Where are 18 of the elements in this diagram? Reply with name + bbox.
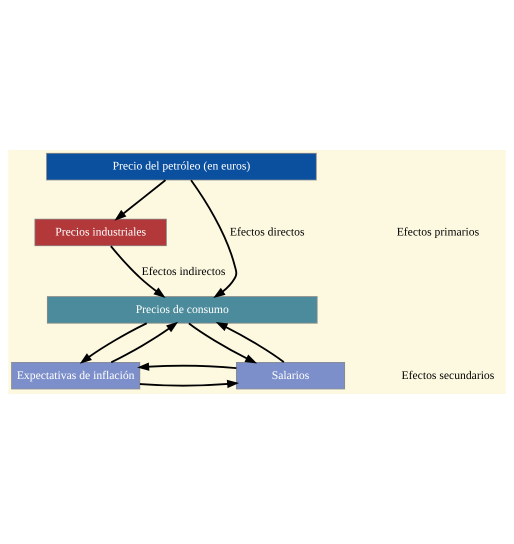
- arrow: [80, 322, 148, 364]
- label: Efectos primarios: [396, 226, 480, 239]
- node-box: Precios industriales: [34, 218, 167, 246]
- edge-label: Efectos indirectos: [142, 265, 226, 278]
- label: Efectos secundarios: [402, 368, 494, 382]
- arrow: [110, 322, 178, 364]
- arrow: [190, 180, 238, 298]
- arrow: [140, 380, 240, 388]
- arrow: [188, 322, 258, 364]
- arrow: [114, 179, 166, 221]
- node-box: Expectativas de inflación: [11, 362, 140, 390]
- node-box: Precios de consumo: [46, 296, 318, 324]
- node-box: Precio del petróleo (en euros): [46, 152, 317, 180]
- arrow: [216, 322, 284, 363]
- arrow: [110, 246, 166, 298]
- node-box: Salarios: [236, 362, 346, 390]
- edge-label: Efectos directos: [230, 226, 305, 239]
- arrow: [137, 362, 236, 371]
